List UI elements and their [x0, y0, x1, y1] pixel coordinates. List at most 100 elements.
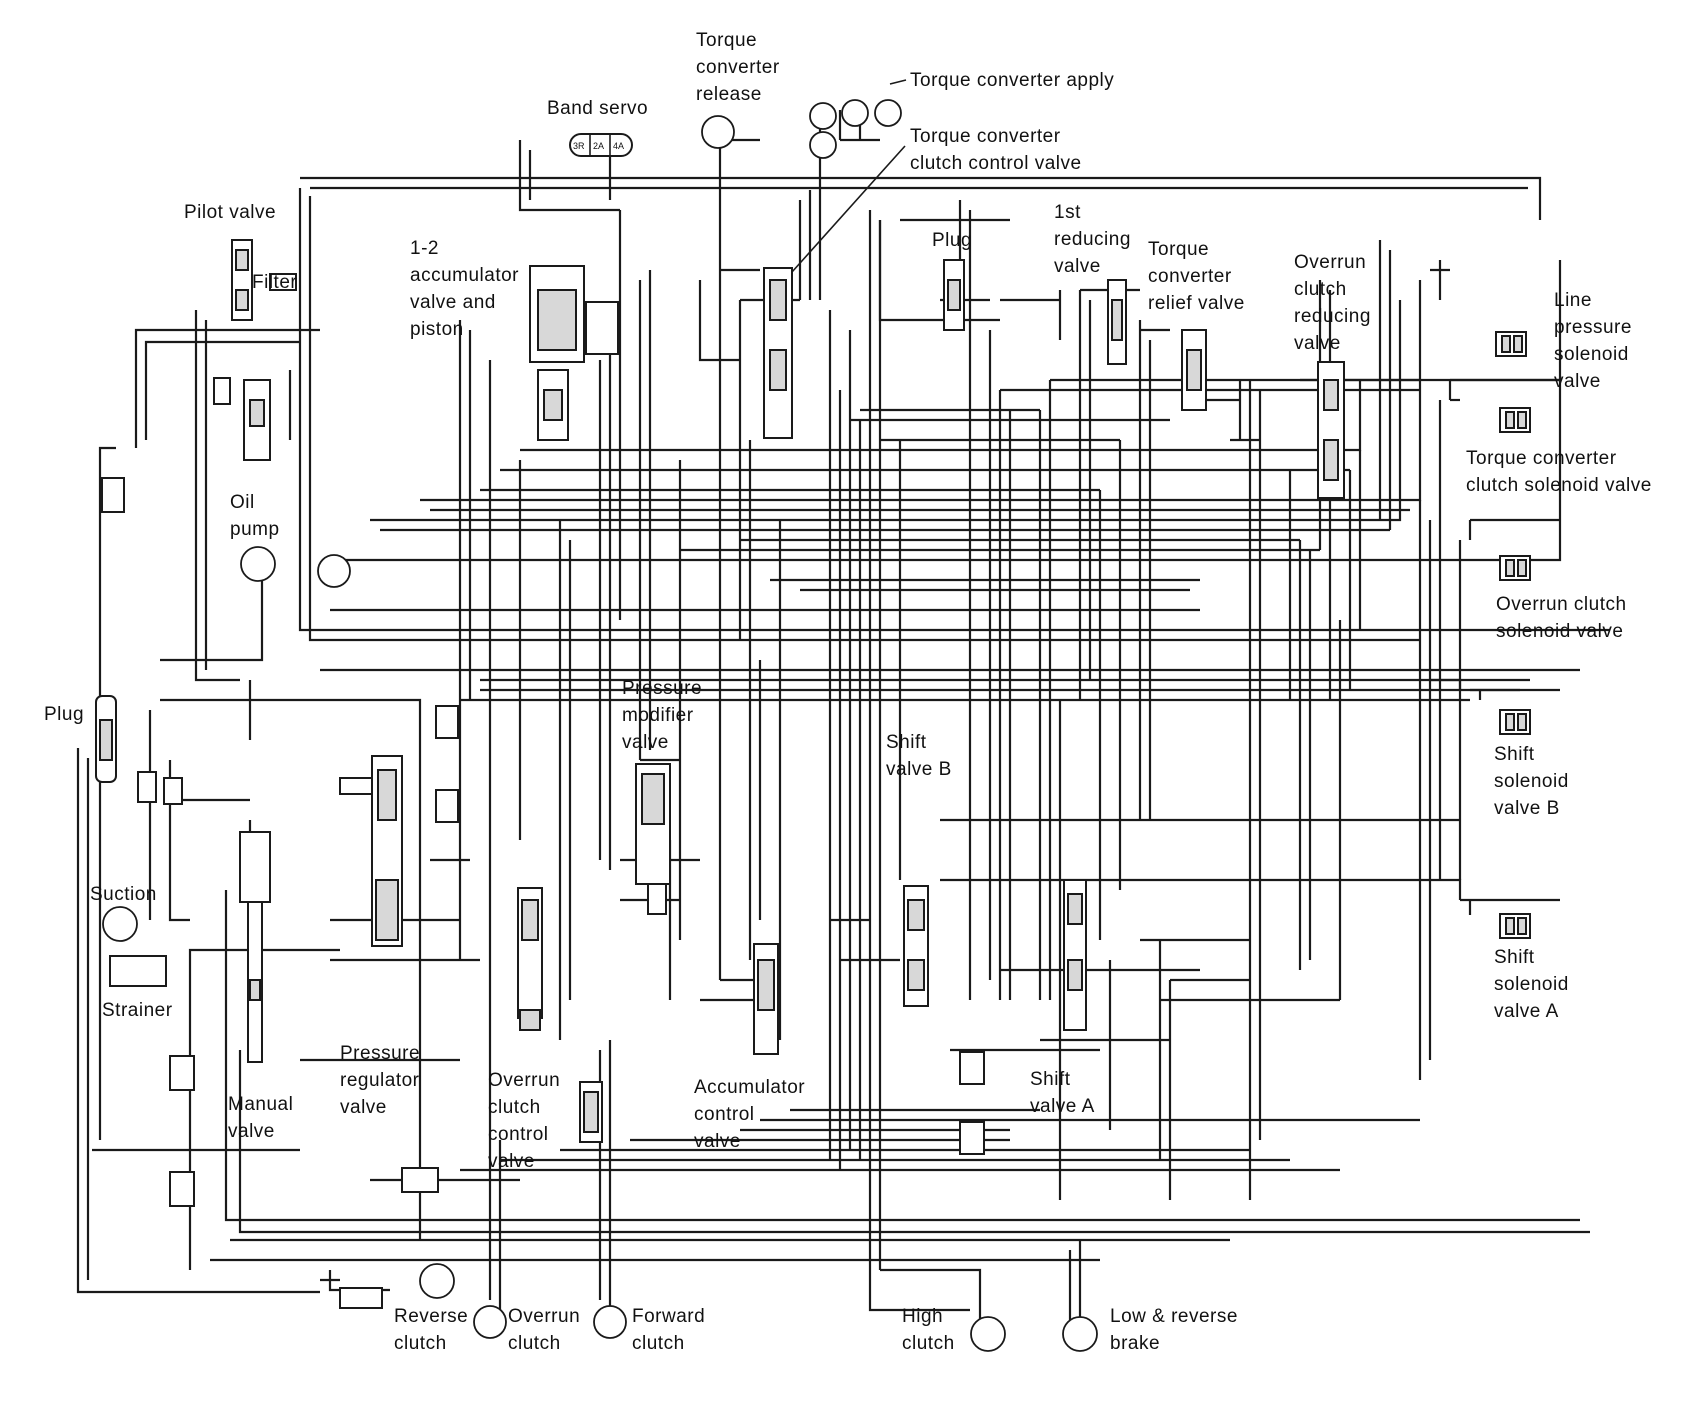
pressure-regulator-valve — [339, 755, 403, 947]
plug-top — [943, 259, 965, 331]
leader-lines — [791, 79, 907, 273]
label-line-pressure-4: valve — [1554, 371, 1601, 392]
label-overrun-clutch-solenoid-2: solenoid valve — [1496, 621, 1623, 642]
damper-mid-1 — [435, 705, 459, 739]
label-overrun-clutch-control-4: valve — [488, 1151, 535, 1172]
label-first-reducing-1: 1st — [1054, 202, 1081, 223]
label-accumulator-control-2: control — [694, 1104, 755, 1125]
pilot-valve — [231, 239, 253, 321]
label-reverse-clutch-2: clutch — [394, 1333, 447, 1354]
label-filter: Filter — [252, 272, 297, 293]
accumulator-lower-left-1 — [169, 1055, 195, 1091]
label-overrun-clutch-2: clutch — [508, 1333, 561, 1354]
label-overrun-clutch-control-3: control — [488, 1124, 549, 1145]
label-accumulator-control-3: valve — [694, 1131, 741, 1152]
first-reducing-valve — [1107, 279, 1127, 365]
shift-valve-b — [903, 885, 929, 1007]
label-suction: Suction — [90, 884, 157, 905]
label-pressure-modifier-2: modifier — [622, 705, 694, 726]
label-tcc-solenoid-1: Torque converter — [1466, 448, 1617, 469]
label-torque-converter-apply: Torque converter apply — [910, 70, 1114, 91]
torque-converter-port-4 — [809, 131, 837, 159]
label-accumulator-1-2-2: accumulator — [410, 265, 519, 286]
label-band-servo: Band servo — [547, 98, 648, 119]
label-accumulator-1-2-3: valve and — [410, 292, 496, 313]
hydraulic-lines — [76, 110, 1610, 1320]
label-torque-converter-release-1: Torque — [696, 30, 757, 51]
label-overrun-clutch-reducing-2: clutch — [1294, 279, 1347, 300]
label-shift-solenoid-a-2: solenoid — [1494, 974, 1569, 995]
overrun-clutch-port — [473, 1305, 507, 1339]
damper-left-3 — [163, 777, 183, 805]
label-tcc-control-valve-1: Torque converter — [910, 126, 1061, 147]
reverse-clutch-port — [419, 1263, 455, 1299]
overrun-clutch-control-valve — [517, 887, 543, 1031]
label-shift-valve-a-2: valve A — [1030, 1096, 1095, 1117]
torque-converter-port-1 — [809, 102, 837, 130]
label-tc-relief-3: relief valve — [1148, 293, 1245, 314]
torque-converter-clutch-control-valve — [763, 267, 793, 439]
label-shift-solenoid-b-1: Shift — [1494, 744, 1535, 765]
label-plug-left: Plug — [44, 704, 84, 725]
label-pressure-modifier-3: valve — [622, 732, 669, 753]
torque-converter-port-2 — [841, 99, 869, 127]
label-manual-valve-1: Manual — [228, 1094, 293, 1115]
label-torque-converter-release-2: converter — [696, 57, 780, 78]
label-oil-pump-1: Oil — [230, 492, 255, 513]
label-shift-valve-b-2: valve B — [886, 759, 952, 780]
oil-pump — [240, 546, 276, 582]
damper-left — [101, 477, 125, 513]
label-overrun-clutch-1: Overrun — [508, 1306, 580, 1327]
label-accumulator-1-2-4: piston — [410, 319, 464, 340]
label-pilot-valve: Pilot valve — [184, 202, 276, 223]
overrun-clutch-solenoid-valve — [1499, 555, 1531, 581]
accumulator-lower-mid — [401, 1167, 439, 1193]
band-servo-port-4a: 4A — [613, 141, 624, 151]
label-accumulator-1-2-1: 1-2 — [410, 238, 439, 259]
low-reverse-brake-port — [1062, 1316, 1098, 1352]
label-shift-solenoid-b-2: solenoid — [1494, 771, 1569, 792]
pump-port — [317, 554, 351, 588]
label-shift-valve-a-1: Shift — [1030, 1069, 1071, 1090]
label-pressure-regulator-1: Pressure — [340, 1043, 420, 1064]
label-tcc-solenoid-2: clutch solenoid valve — [1466, 475, 1652, 496]
accumulator-reverse — [339, 1287, 383, 1309]
label-low-reverse-brake-1: Low & reverse — [1110, 1306, 1238, 1327]
label-oil-pump-2: pump — [230, 519, 280, 540]
label-shift-solenoid-a-3: valve A — [1494, 1001, 1559, 1022]
accumulator-lower-left-2 — [169, 1171, 195, 1207]
label-torque-converter-release-3: release — [696, 84, 762, 105]
pressure-modifier-valve — [635, 763, 671, 915]
label-line-pressure-3: solenoid — [1554, 344, 1629, 365]
label-overrun-clutch-control-2: clutch — [488, 1097, 541, 1118]
plug-left — [95, 695, 117, 783]
label-manual-valve-2: valve — [228, 1121, 275, 1142]
label-low-reverse-brake-2: brake — [1110, 1333, 1160, 1354]
label-high-clutch-1: High — [902, 1306, 943, 1327]
band-servo: 3R 2A 4A — [569, 133, 633, 157]
torque-converter-release-port — [701, 115, 735, 149]
label-tc-relief-1: Torque — [1148, 239, 1209, 260]
relief-stub-1 — [213, 377, 231, 405]
filter — [269, 273, 297, 291]
label-line-pressure-1: Line — [1554, 290, 1592, 311]
shift-valve-a — [1063, 879, 1087, 1031]
label-first-reducing-3: valve — [1054, 256, 1101, 277]
label-strainer: Strainer — [102, 1000, 173, 1021]
accumulator-lower-1 — [959, 1051, 985, 1085]
overrun-clutch-reducing-valve — [1317, 361, 1345, 499]
label-shift-solenoid-a-1: Shift — [1494, 947, 1535, 968]
torque-converter-port-3 — [874, 99, 902, 127]
accumulator-1-2 — [529, 265, 619, 441]
label-overrun-clutch-solenoid-1: Overrun clutch — [1496, 594, 1627, 615]
shift-solenoid-valve-b — [1499, 709, 1531, 735]
labels: Torque converter release Torque converte… — [44, 30, 1652, 1354]
label-reverse-clutch-1: Reverse — [394, 1306, 468, 1327]
label-pressure-regulator-2: regulator — [340, 1070, 420, 1091]
label-pressure-modifier-1: Pressure — [622, 678, 702, 699]
label-shift-valve-b-1: Shift — [886, 732, 927, 753]
label-overrun-clutch-reducing-1: Overrun — [1294, 252, 1366, 273]
label-forward-clutch-1: Forward — [632, 1306, 705, 1327]
strainer — [109, 955, 167, 987]
